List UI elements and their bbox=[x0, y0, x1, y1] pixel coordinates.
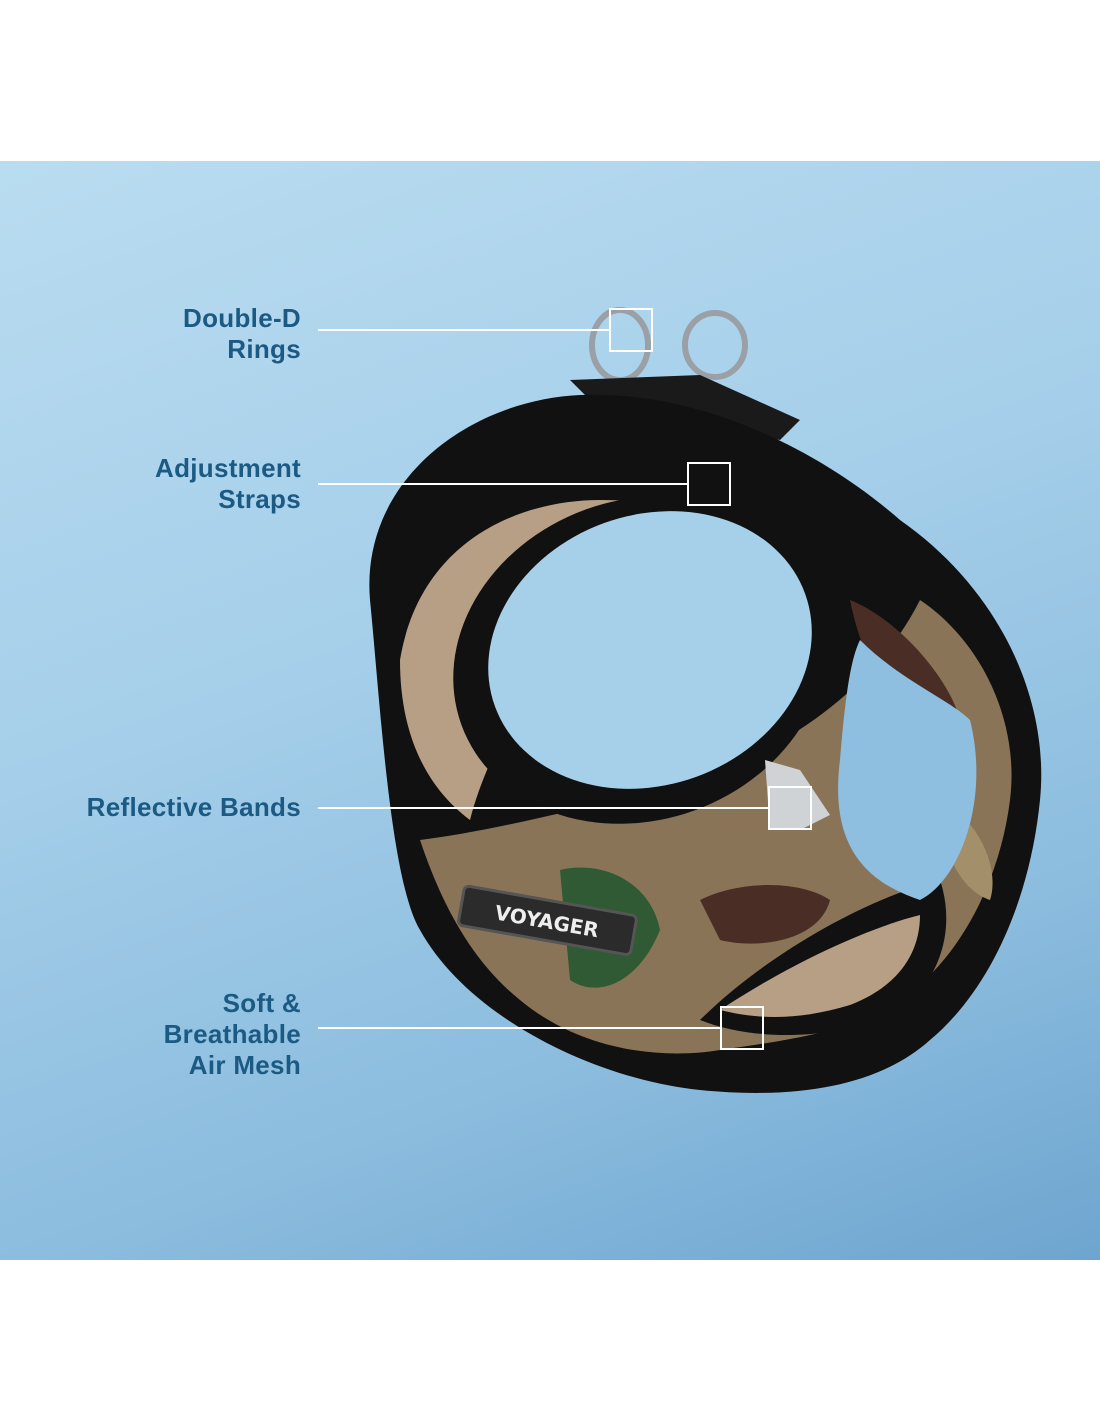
label-line: Adjustment bbox=[155, 453, 301, 483]
callout-box-double-d-rings bbox=[609, 308, 653, 352]
label-line: Reflective Bands bbox=[86, 792, 301, 822]
d-ring-icon bbox=[682, 310, 748, 380]
product-background-panel: VOYAGER bbox=[0, 161, 1100, 1260]
callout-box-adjustment-straps bbox=[687, 462, 731, 506]
label-line: Straps bbox=[218, 484, 301, 514]
label-line: Double-D bbox=[183, 303, 301, 333]
harness-image: VOYAGER bbox=[369, 307, 1042, 1093]
label-line: Soft & bbox=[222, 988, 301, 1018]
label-line: Air Mesh bbox=[188, 1050, 301, 1080]
label-line: Breathable bbox=[163, 1019, 301, 1049]
callout-box-air-mesh bbox=[720, 1006, 764, 1050]
feature-label-reflective-bands: Reflective Bands bbox=[87, 792, 301, 823]
feature-label-double-d-rings: Double-D Rings bbox=[183, 303, 301, 365]
feature-label-adjustment-straps: Adjustment Straps bbox=[155, 453, 301, 515]
feature-label-air-mesh: Soft & Breathable Air Mesh bbox=[164, 988, 301, 1081]
callout-box-reflective-bands bbox=[768, 786, 812, 830]
label-line: Rings bbox=[227, 334, 301, 364]
